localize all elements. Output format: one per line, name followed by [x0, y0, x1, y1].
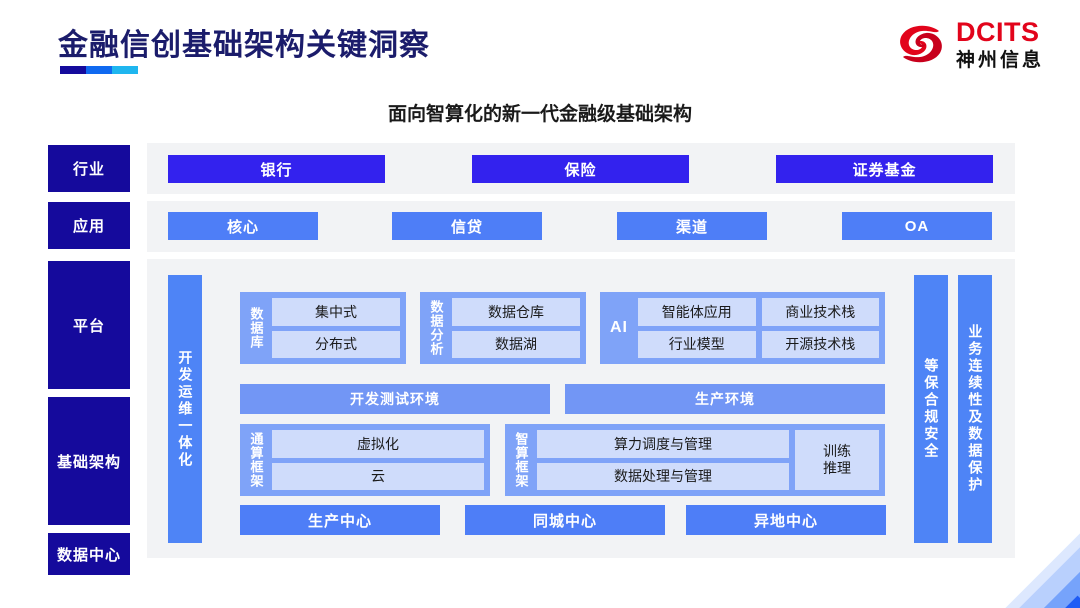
- group-intelligent-compute[interactable]: 智算框架 算力调度与管理 数据处理与管理 训练 推理: [505, 424, 885, 496]
- row-label-application: 应用: [48, 202, 130, 249]
- row-label-infrastructure: 基础架构: [48, 397, 130, 525]
- group-caption-ai: AI: [610, 319, 628, 336]
- logo-text-cn: 神州信息: [955, 49, 1044, 71]
- tile-opensource-stack[interactable]: 开源技术栈: [761, 330, 879, 358]
- title-underline: [60, 66, 138, 74]
- group-body-general-compute: 虚拟化 云: [272, 430, 484, 490]
- logo-text-en: DCITS: [955, 16, 1040, 47]
- deco-stripe-1: [780, 595, 1080, 608]
- swirl-logo-icon: [895, 18, 947, 70]
- application-chip-channel[interactable]: 渠道: [617, 212, 767, 240]
- tile-data-warehouse[interactable]: 数据仓库: [452, 298, 580, 326]
- tile-agent-application[interactable]: 智能体应用: [638, 298, 756, 326]
- group-caption-analytics: 数据分析: [428, 300, 444, 356]
- application-chip-credit[interactable]: 信贷: [392, 212, 542, 240]
- logo-wordmark: DCITS 神州信息: [955, 16, 1044, 71]
- tile-compute-scheduling[interactable]: 算力调度与管理: [537, 430, 789, 458]
- group-body-database: 集中式 分布式: [272, 298, 400, 358]
- tile-distributed[interactable]: 分布式: [272, 330, 400, 358]
- tile-industry-model[interactable]: 行业模型: [638, 330, 756, 358]
- page-subtitle: 面向智算化的新一代金融级基础架构: [387, 104, 692, 125]
- group-ai[interactable]: AI 智能体应用 行业模型 商业技术栈 开源技术栈: [600, 292, 885, 364]
- datacenter-remote[interactable]: 异地中心: [686, 505, 886, 535]
- group-body-analytics: 数据仓库 数据湖: [452, 298, 580, 358]
- rail-compliance-security[interactable]: 等保合规安全: [914, 275, 948, 543]
- group-analytics[interactable]: 数据分析 数据仓库 数据湖: [420, 292, 586, 364]
- tile-data-processing[interactable]: 数据处理与管理: [537, 462, 789, 490]
- tile-virtualization[interactable]: 虚拟化: [272, 430, 484, 458]
- group-caption-general-compute: 通算框架: [248, 432, 264, 488]
- row-label-platform: 平台: [48, 261, 130, 389]
- industry-chip-securities[interactable]: 证券基金: [776, 155, 993, 183]
- group-caption-database: 数据库: [248, 307, 264, 349]
- datacenter-metro[interactable]: 同城中心: [465, 505, 665, 535]
- title-underline-seg-1: [60, 66, 86, 74]
- industry-chip-insurance[interactable]: 保险: [472, 155, 689, 183]
- tile-data-lake[interactable]: 数据湖: [452, 330, 580, 358]
- deco-stripe-2: [813, 555, 1080, 608]
- group-caption-intelligent-compute: 智算框架: [513, 432, 529, 488]
- title-underline-seg-2: [86, 66, 112, 74]
- brand-logo: DCITS 神州信息: [895, 18, 1044, 70]
- page-title: 金融信创基础架构关键洞察: [58, 29, 430, 62]
- rail-devops[interactable]: 开发运维一体化: [168, 275, 202, 543]
- industry-chip-bank[interactable]: 银行: [168, 155, 385, 183]
- title-underline-seg-3: [112, 66, 138, 74]
- tile-cloud[interactable]: 云: [272, 462, 484, 490]
- tile-centralized[interactable]: 集中式: [272, 298, 400, 326]
- tile-infer-label: 推理: [823, 460, 851, 476]
- slide-header: 金融信创基础架构关键洞察 DCITS 神州信息: [0, 0, 1080, 90]
- tile-train-label: 训练: [823, 442, 851, 459]
- tile-commercial-stack[interactable]: 商业技术栈: [761, 298, 879, 326]
- group-general-compute[interactable]: 通算框架 虚拟化 云: [240, 424, 490, 496]
- group-body-intelligent-compute: 算力调度与管理 数据处理与管理: [537, 430, 789, 490]
- application-chip-oa[interactable]: OA: [842, 212, 992, 240]
- datacenter-production[interactable]: 生产中心: [240, 505, 440, 535]
- tile-train-infer[interactable]: 训练 推理: [795, 430, 879, 490]
- application-chip-core[interactable]: 核心: [168, 212, 318, 240]
- row-label-datacenter: 数据中心: [48, 533, 130, 575]
- rail-business-continuity[interactable]: 业务连续性及数据保护: [958, 275, 992, 543]
- env-dev-test[interactable]: 开发测试环境: [240, 384, 550, 414]
- group-database[interactable]: 数据库 集中式 分布式: [240, 292, 406, 364]
- row-label-industry: 行业: [48, 145, 130, 192]
- ai-column-left: 智能体应用 行业模型: [638, 298, 756, 358]
- ai-column-right: 商业技术栈 开源技术栈: [761, 298, 879, 358]
- group-body-ai: 智能体应用 行业模型 商业技术栈 开源技术栈: [638, 298, 879, 358]
- env-production[interactable]: 生产环境: [565, 384, 885, 414]
